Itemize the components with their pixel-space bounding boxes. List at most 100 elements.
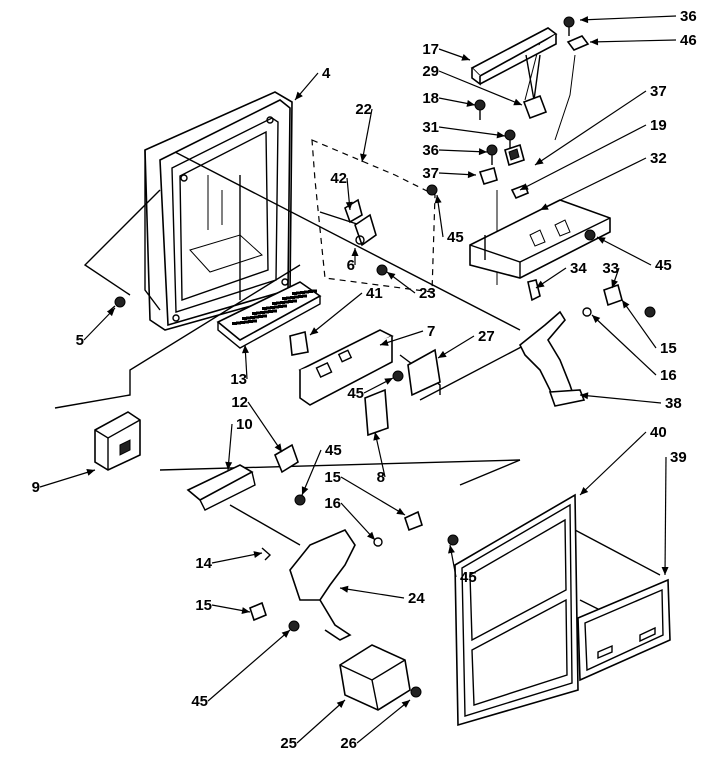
leader-line-12	[247, 401, 283, 453]
grille-hole	[266, 306, 271, 310]
callout-24: 24	[408, 590, 425, 607]
leader-arrowhead	[448, 545, 455, 554]
leader-line-32	[539, 157, 647, 211]
grille-hole	[248, 320, 253, 323]
callout-25: 25	[280, 735, 297, 752]
callout-32: 32	[650, 150, 667, 167]
callout-45: 45	[655, 257, 672, 274]
leader-arrowhead	[274, 443, 282, 452]
grille-hole	[296, 291, 301, 295]
grille-hole	[262, 307, 267, 310]
ice-chute-25	[339, 644, 411, 711]
callout-37: 37	[650, 83, 667, 100]
leader-arrowhead	[611, 279, 618, 288]
grille-hole	[240, 321, 245, 324]
grille-hole	[286, 296, 291, 300]
grille-hole	[246, 316, 251, 320]
callout-34: 34	[570, 260, 587, 277]
grille-hole	[264, 310, 269, 314]
grille-hole	[292, 299, 297, 303]
leader-arrowhead	[295, 91, 303, 100]
leader-line-31	[438, 126, 506, 137]
leader-arrowhead	[86, 469, 95, 476]
leader-line-46	[589, 39, 677, 43]
grille-hole	[300, 291, 305, 294]
clip-33	[603, 283, 623, 307]
leader-line-38	[579, 394, 662, 404]
callout-33: 33	[602, 260, 619, 277]
leader-line-15	[340, 476, 406, 516]
grille-hole	[252, 312, 257, 315]
leader-arrowhead	[597, 237, 606, 244]
grille-hole	[262, 314, 267, 318]
block-9	[94, 411, 141, 471]
screw-5	[107, 296, 126, 313]
leader-line-39	[664, 456, 667, 576]
dashed-assembly-outline	[311, 139, 436, 293]
leader-line-36	[579, 15, 677, 21]
leader-arrowhead	[540, 203, 549, 210]
leader-arrowhead	[580, 16, 589, 24]
grille-hole	[282, 297, 287, 300]
dispenser-housing	[144, 91, 293, 331]
grille-hole	[254, 315, 259, 319]
leader-arrowhead	[241, 345, 249, 354]
leader-arrowhead	[345, 201, 353, 210]
grille-hole	[232, 322, 237, 325]
actuator-29	[522, 54, 548, 120]
leader-arrowhead	[592, 315, 601, 324]
grille-hole	[272, 302, 277, 305]
grille-hole	[276, 301, 281, 305]
callout-31: 31	[422, 119, 439, 136]
callout-45: 45	[460, 569, 477, 586]
leader-arrowhead	[384, 378, 393, 385]
leader-arrowhead	[340, 585, 349, 593]
ice-paddle-24	[289, 529, 356, 641]
callout-22: 22	[355, 101, 372, 118]
leader-arrowhead	[513, 98, 522, 106]
callout-45: 45	[447, 229, 464, 246]
front-panel-40	[454, 493, 579, 727]
leader-line-36	[438, 149, 488, 153]
leader-lines	[39, 15, 677, 744]
leader-line-19	[519, 124, 647, 191]
callout-45: 45	[191, 693, 208, 710]
leader-arrowhead	[106, 308, 115, 317]
callout-15: 15	[195, 597, 212, 614]
leader-arrowhead	[461, 54, 470, 61]
leader-arrowhead	[590, 38, 599, 46]
grille-hole	[256, 311, 261, 315]
insulation-41	[289, 330, 309, 356]
clip-15-mid	[404, 510, 423, 532]
callout-12: 12	[231, 394, 248, 411]
grille-hole	[236, 321, 241, 325]
grille-hole	[312, 289, 317, 293]
screw-26	[410, 686, 422, 698]
callout-9: 9	[32, 479, 40, 496]
grille-hole	[252, 319, 257, 323]
grille-hole	[284, 300, 289, 304]
control-panel-7	[298, 329, 394, 406]
lever-6	[354, 213, 377, 247]
clip-15-lower	[249, 601, 267, 622]
grille-hole	[272, 309, 277, 313]
callout-42: 42	[330, 170, 347, 187]
leader-arrowhead	[466, 100, 475, 107]
leader-arrowhead	[380, 339, 389, 346]
leader-line-16	[591, 314, 657, 376]
screw-45-mid	[392, 370, 404, 382]
callout-41: 41	[366, 285, 383, 302]
leader-line-41	[309, 292, 363, 336]
grille-hole	[258, 315, 263, 318]
screw-45-left	[294, 494, 306, 506]
leader-arrowhead	[580, 486, 589, 495]
leader-arrowhead	[438, 350, 447, 358]
callout-17: 17	[422, 41, 439, 58]
screw-36-mid	[486, 144, 498, 165]
switch-37	[504, 143, 525, 167]
drip-tray-grille	[216, 281, 322, 349]
callout-6: 6	[347, 257, 355, 274]
grille-hole	[270, 306, 275, 309]
leader-arrowhead	[622, 300, 630, 309]
screw-18	[474, 99, 486, 120]
